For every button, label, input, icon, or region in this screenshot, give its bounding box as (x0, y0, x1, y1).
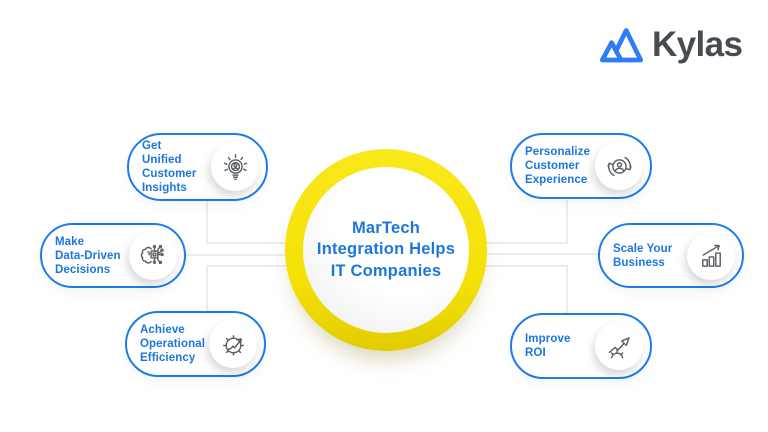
bar-chart-growth-icon (687, 231, 735, 280)
pill-label: Make Data-Driven Decisions (55, 235, 121, 276)
connector-line (206, 242, 340, 244)
connector-line (434, 242, 568, 244)
pill-achieve-operational-efficiency: Achieve Operational Efficiency (125, 311, 266, 377)
brand-name: Kylas (652, 25, 743, 64)
connector-line (434, 253, 600, 255)
customer-loop-icon (595, 142, 643, 190)
kylas-mountain-icon (599, 28, 644, 63)
connector-line (566, 200, 568, 244)
connector-line (206, 265, 340, 267)
center-circle-inner: MarTech Integration Helps IT Companies (303, 167, 469, 333)
center-title-line: MarTech (351, 218, 420, 237)
center-title-line: Integration Helps (316, 240, 456, 259)
gear-growth-icon (209, 320, 257, 368)
pill-label: Improve ROI (525, 333, 571, 359)
pill-label: Personalize Customer Experience (525, 146, 591, 186)
pill-label: Get Unified Customer Insights (142, 140, 197, 194)
pill-make-data-driven-decisions: Make Data-Driven Decisions (40, 223, 186, 288)
connector-line (566, 265, 568, 313)
connector-line (206, 200, 208, 244)
pill-scale-your-business: Scale Your Business (598, 223, 744, 288)
connector-line (206, 265, 208, 312)
center-circle: MarTech Integration Helps IT Companies (285, 149, 487, 351)
pill-label: Achieve Operational Efficiency (140, 324, 206, 364)
kylas-logo: Kylas (599, 25, 743, 65)
roi-growth-gear-icon (595, 322, 643, 370)
pill-label: Scale Your Business (613, 242, 673, 269)
lightbulb-insight-icon (211, 143, 259, 191)
brain-circuit-icon (129, 231, 177, 280)
connector-line (183, 254, 340, 256)
pill-personalize-customer-experience: Personalize Customer Experience (510, 133, 652, 199)
pill-get-unified-customer-insights: Get Unified Customer Insights (127, 133, 268, 201)
center-title: MarTech Integration Helps IT Companies (317, 218, 455, 283)
pill-improve-roi: Improve ROI (510, 313, 652, 379)
center-title-line: IT Companies (330, 261, 442, 280)
connector-line (434, 265, 568, 267)
